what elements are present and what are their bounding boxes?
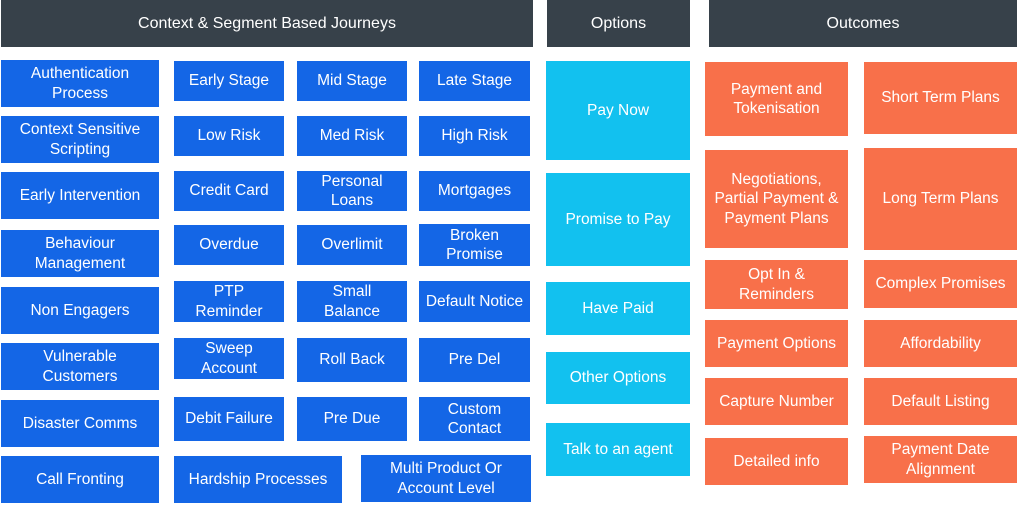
- journeys-header-label: Context & Segment Based Journeys: [138, 14, 396, 32]
- journey-debit-failure: Debit Failure: [174, 397, 284, 441]
- journey-mortgages: Mortgages: [419, 171, 530, 211]
- journey-mid-stage: Mid Stage: [297, 61, 407, 101]
- journey-high-risk: High Risk: [419, 116, 530, 156]
- journey-sweep-account: Sweep Account: [174, 338, 284, 379]
- outcome-payment-date-alignment: Payment Date Alignment: [864, 436, 1017, 483]
- option-other-options: Other Options: [546, 352, 690, 404]
- journey-credit-card: Credit Card: [174, 171, 284, 211]
- options-header-label: Options: [590, 14, 647, 32]
- option-talk-to-agent: Talk to an agent: [546, 423, 690, 476]
- journey-early-stage: Early Stage: [174, 61, 284, 101]
- outcome-detailed-info: Detailed info: [705, 438, 848, 485]
- options-header: Options: [547, 0, 690, 47]
- outcomes-header-label: Outcomes: [826, 14, 900, 32]
- outcome-long-term-plans: Long Term Plans: [864, 148, 1017, 250]
- journey-overdue: Overdue: [174, 225, 284, 265]
- journey-early-intervention: Early Intervention: [1, 172, 159, 219]
- journey-pre-due: Pre Due: [297, 397, 407, 441]
- journey-multi-product: Multi Product Or Account Level: [361, 455, 531, 502]
- journey-context-sensitive-scripting: Context Sensitive Scripting: [1, 116, 159, 163]
- journey-default-notice: Default Notice: [419, 281, 530, 322]
- journeys-header: Context & Segment Based Journeys: [1, 0, 533, 47]
- outcome-payment-options: Payment Options: [705, 320, 848, 367]
- outcome-payment-tokenisation: Payment and Tokenisation: [705, 62, 848, 136]
- journey-hardship-processes: Hardship Processes: [174, 456, 342, 503]
- journey-custom-contact: Custom Contact: [419, 397, 530, 441]
- outcome-negotiations: Negotiations, Partial Payment & Payment …: [705, 150, 848, 248]
- journey-non-engagers: Non Engagers: [1, 287, 159, 334]
- journey-call-fronting: Call Fronting: [1, 456, 159, 503]
- journey-pre-del: Pre Del: [419, 338, 530, 382]
- journey-late-stage: Late Stage: [419, 61, 530, 101]
- journey-authentication-process: Authentication Process: [1, 60, 159, 107]
- option-promise-to-pay: Promise to Pay: [546, 173, 690, 266]
- outcome-affordability: Affordability: [864, 320, 1017, 367]
- outcome-default-listing: Default Listing: [864, 378, 1017, 425]
- outcome-opt-in-reminders: Opt In & Reminders: [705, 260, 848, 309]
- outcome-short-term-plans: Short Term Plans: [864, 62, 1017, 134]
- option-have-paid: Have Paid: [546, 282, 690, 335]
- outcomes-header: Outcomes: [709, 0, 1017, 47]
- journey-vulnerable-customers: Vulnerable Customers: [1, 343, 159, 390]
- journey-disaster-comms: Disaster Comms: [1, 400, 159, 447]
- journey-behaviour-management: Behaviour Management: [1, 230, 159, 277]
- journey-small-balance: Small Balance: [297, 281, 407, 322]
- journey-personal-loans: Personal Loans: [297, 171, 407, 211]
- journey-broken-promise: Broken Promise: [419, 224, 530, 266]
- journey-ptp-reminder: PTP Reminder: [174, 281, 284, 322]
- journey-overlimit: Overlimit: [297, 225, 407, 265]
- outcome-capture-number: Capture Number: [705, 378, 848, 425]
- journey-low-risk: Low Risk: [174, 116, 284, 156]
- option-pay-now: Pay Now: [546, 61, 690, 160]
- journey-med-risk: Med Risk: [297, 116, 407, 156]
- outcome-complex-promises: Complex Promises: [864, 260, 1017, 308]
- journey-roll-back: Roll Back: [297, 338, 407, 382]
